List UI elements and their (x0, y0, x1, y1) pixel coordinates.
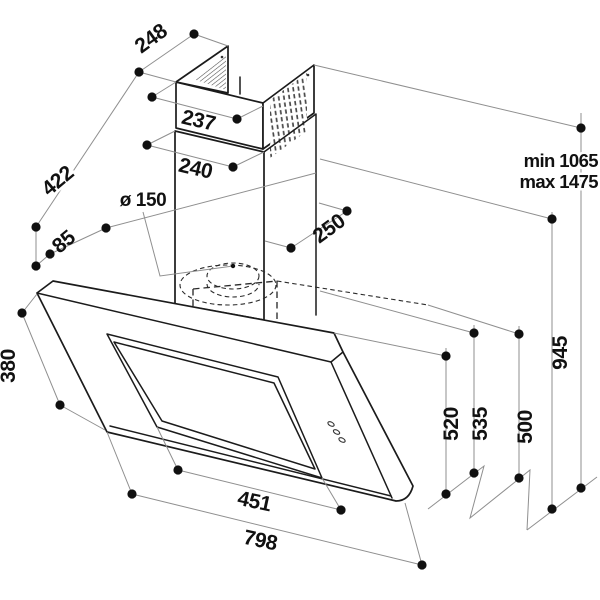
dim-label-520: 520 (440, 407, 463, 441)
hood-top-front-edge (36, 292, 332, 363)
glass-panel-inner (113, 341, 316, 470)
hood-right-strip-edge (330, 361, 393, 499)
duct-ring-lower-dashed (206, 283, 260, 298)
dim-label-max-height: max 1475 (519, 171, 598, 192)
hidden-back-edge-dashed (276, 280, 429, 306)
hood-body-outline (36, 280, 414, 502)
touch-button-icon (327, 421, 335, 427)
hidden-duct-outline (179, 262, 429, 339)
vent-grille-right-icon (270, 73, 307, 158)
dimension-dots (17, 29, 586, 570)
dim-label-duct-diameter: ø 150 (120, 190, 167, 211)
hood-bottom-band-edge (109, 425, 392, 497)
dim-label-380: 380 (0, 349, 20, 383)
vent-grille-left-icon (193, 55, 226, 90)
chimney-lower-right-face (263, 113, 317, 316)
hood-right-bevel-edge (330, 351, 344, 363)
dim-label-945: 945 (549, 335, 572, 370)
dimension-lines (21, 33, 598, 566)
hood-body (36, 280, 414, 502)
screw-hole-icon (220, 55, 224, 59)
dim-label-500: 500 (514, 410, 537, 444)
dim-label-min-height: min 1065 (524, 150, 599, 171)
touch-controls (327, 421, 346, 443)
duct-ring-dashed (206, 262, 260, 290)
screw-hole-icon (306, 73, 310, 77)
dim-label-535: 535 (469, 406, 492, 441)
duct-flange-dashed (179, 264, 277, 306)
chimney (174, 45, 317, 321)
touch-button-icon (332, 429, 341, 435)
touch-button-icon (338, 437, 346, 443)
